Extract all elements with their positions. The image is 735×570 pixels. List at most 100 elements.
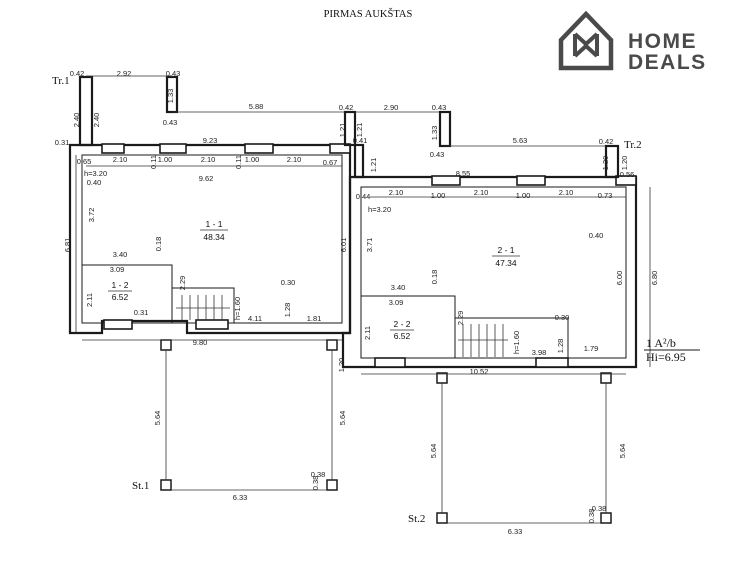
dim-label-d128a: 1.28 [283,303,292,318]
dim-label-d133a: 1.33 [166,89,175,104]
tr2-post-left [438,110,452,148]
stair-1 [176,295,230,320]
window-1c [244,143,274,154]
dim-label-d564c: 5.64 [429,444,438,459]
dim-label-d067: 0.67 [323,158,338,167]
window-1a [101,143,125,154]
dim-label-d121a: 1.21 [338,123,347,138]
st1-label: St.1 [132,480,149,492]
dim-label-d042a: 0.42 [70,69,85,78]
dim-label-d042b: 0.42 [339,103,354,112]
dim-label-d121b: 1.21 [355,123,364,138]
dim-label-d044: 0.44 [356,192,371,201]
window-2d [374,357,406,368]
plan-title: PIRMAS AUKŠTAS [324,8,413,20]
dim-label-d680: 6.80 [650,271,659,286]
unit-2 [341,175,638,369]
stair-2 [458,324,508,357]
st1-post-tl [160,339,172,351]
dim-label-d056: 0.56 [620,170,635,179]
dim-label-d133b: 1.33 [430,126,439,141]
window-1d [329,143,351,154]
stair-height-1: h=1.60 [233,297,242,320]
dim-label-d564a: 5.64 [153,411,162,426]
stair-2-wall [455,317,569,358]
dim-label-d855: 8.55 [456,169,471,178]
dim-label-d398: 3.98 [532,348,547,357]
dim-label-d011a: 0.11 [149,155,158,169]
terrace-elements [78,75,620,524]
height-label-2: h=3.20 [368,205,391,214]
dim-label-d210c: 2.10 [287,155,302,164]
dim-label-d633b: 6.33 [508,527,523,536]
dim-label-d309b: 3.09 [389,298,404,307]
dim-label-d043a: 0.43 [166,69,181,78]
stair-1-wall [172,287,235,323]
dim-label-d120a: 1.20 [601,156,610,171]
room-2-2-name: 2 - 2 [393,319,410,329]
dim-label-d588: 5.88 [249,102,264,111]
dim-label-d210e: 2.10 [474,188,489,197]
unit-1 [68,143,352,335]
tr1-post-left [78,75,94,147]
dim-label-d120c: 1.20 [337,358,346,373]
dim-label-d120b: 1.20 [620,156,629,171]
window-2b [516,175,546,186]
dim-label-d043d: 0.43 [430,150,445,159]
room-1-2-name: 1 - 2 [111,280,128,290]
dimension-lines [75,155,651,375]
middle-post-bottom [353,143,365,179]
middle-post-top [343,110,357,147]
dim-label-d065: 0.65 [77,157,92,166]
dim-label-d962: 9.62 [199,174,214,183]
room-labels: 1 - 1 48.34 1 - 2 6.52 2 - 1 47.34 2 - 2… [108,219,520,341]
dim-label-d210f: 2.10 [559,188,574,197]
dim-label-d210b: 2.10 [201,155,216,164]
dim-label-d100c: 1.00 [431,191,446,200]
window-1b [159,143,187,154]
dim-label-d210d: 2.10 [389,188,404,197]
dim-label-d043b: 0.43 [163,118,178,127]
dim-label-d564b: 5.64 [338,411,347,426]
dim-label-d229b: 2.29 [456,311,465,326]
home-deals-logo[interactable]: HOME DEALS [558,10,707,74]
dim-label-d309a: 3.09 [110,265,125,274]
dim-label-d179: 1.79 [584,344,599,353]
dim-label-d411: 4.11 [248,314,262,323]
dim-label-d038b: 0.38 [311,470,326,479]
dim-label-d040b: 0.40 [589,231,604,240]
class-label: 1 A²/b [646,336,676,350]
dim-label-d031b: 0.31 [134,308,149,317]
dim-label-d100a: 1.00 [158,155,173,164]
dim-label-d042c: 0.42 [599,137,614,146]
dim-label-d601: 6.01 [339,238,348,253]
dim-label-d181: 1.81 [307,314,322,323]
dim-label-d040a: 0.40 [87,178,102,187]
st2-post-bl [436,512,448,524]
stair-height-2: h=1.60 [512,331,521,354]
dim-label-d031a: 0.31 [55,138,70,147]
window-2e [535,357,569,368]
dim-label-d073: 0.73 [598,191,613,200]
dim-label-d980: 9.80 [193,338,208,347]
st2-label: St.2 [408,513,425,525]
dim-label-d563: 5.63 [513,136,528,145]
room-1-2-wall [82,264,173,323]
room-2-2-wall [361,295,456,358]
dim-label-d038d: 0.38 [592,504,607,513]
window-2a [431,175,461,186]
dim-label-d240b: 2.40 [92,113,101,128]
house-logo-icon [558,10,614,71]
dim-label-d923: 9.23 [203,136,218,145]
dim-label-d128b: 1.28 [556,339,565,354]
dim-label-d041: 0.41 [353,136,368,145]
st1-post-br [326,479,338,491]
room-2-2-area: 6.52 [394,331,411,341]
tags: Tr.1 Tr.2 St.1 St.2 h=3.20 h=3.20 h=1.60… [52,75,700,525]
dim-label-d633a: 6.33 [233,493,248,502]
dim-label-d011b: 0.11 [234,155,243,169]
dim-label-d211a: 2.11 [85,293,94,307]
dim-label-d292: 2.92 [117,69,132,78]
dim-label-d1052: 10.52 [470,367,489,376]
